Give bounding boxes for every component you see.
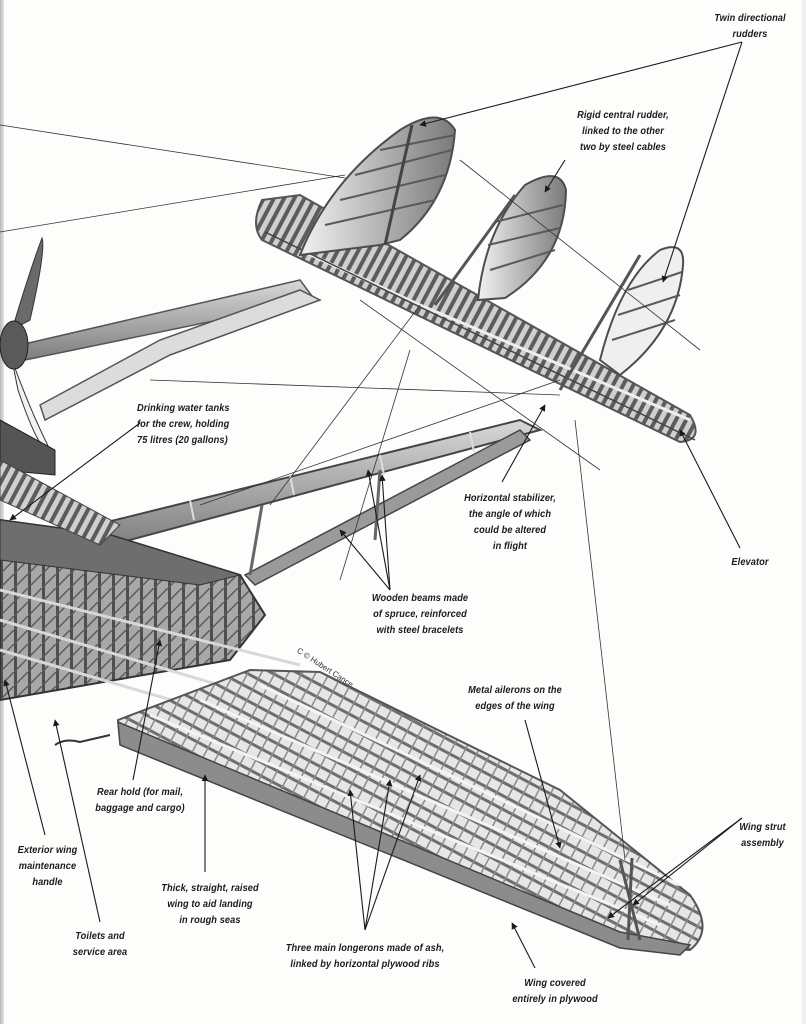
leader-wing-handle xyxy=(3,679,46,836)
leader-longerons-1 xyxy=(347,789,366,931)
leader-horizontal-stabilizer xyxy=(501,404,546,483)
leader-twin-rudders-right xyxy=(661,41,743,283)
propeller-shape xyxy=(0,236,56,476)
leader-toilets xyxy=(53,719,101,923)
leader-wing-strut-2 xyxy=(607,817,743,919)
callout-longerons: Three main longerons made of ash, linked… xyxy=(285,942,445,970)
leader-wooden-beams-2 xyxy=(339,529,391,591)
callout-wing-strut: Wing strut assembly xyxy=(739,821,786,849)
leader-twin-rudders-left xyxy=(419,41,743,127)
callout-central-rudder: Rigid central rudder, linked to the othe… xyxy=(577,109,669,153)
leader-wooden-beams-3 xyxy=(379,474,391,591)
leader-ailerons xyxy=(524,719,562,849)
leader-plywood xyxy=(511,922,536,969)
callout-water-tanks: Drinking water tanks for the crew, holdi… xyxy=(137,402,230,446)
callout-twin-rudders: Twin directional rudders xyxy=(714,12,786,40)
upper-tail-boom xyxy=(19,279,322,422)
callout-thick-wing: Thick, straight, raised wing to aid land… xyxy=(161,882,259,926)
hull-frame xyxy=(0,459,301,722)
callout-wooden-beams: Wooden beams made of spruce, reinforced … xyxy=(371,592,469,636)
main-wing-shape xyxy=(54,668,704,956)
leader-wing-strut-1 xyxy=(632,817,743,906)
leader-central-rudder xyxy=(544,159,566,193)
bracing-wires xyxy=(0,124,701,861)
callout-metal-ailerons: Metal ailerons on the edges of the wing xyxy=(468,684,562,712)
leader-water-tanks xyxy=(9,422,141,521)
leader-longerons-3 xyxy=(364,774,422,931)
callout-leaders xyxy=(3,41,743,969)
central-rudder-shape xyxy=(433,175,568,306)
callout-wing-handle: Exterior wing maintenance handle xyxy=(17,844,78,888)
leader-rear-hold xyxy=(132,639,163,781)
callout-toilets: Toilets and service area xyxy=(72,930,128,958)
leader-elevator xyxy=(679,429,741,549)
callout-rear-hold: Rear hold (for mail, baggage and cargo) xyxy=(95,786,185,814)
page-edge xyxy=(802,0,806,1024)
callout-horizontal-stabilizer: Horizontal stabilizer, the angle of whic… xyxy=(464,492,556,552)
leader-longerons-2 xyxy=(364,779,393,931)
left-rudder-shape xyxy=(298,116,457,257)
leader-wooden-beams-1 xyxy=(365,469,391,591)
callout-elevator: Elevator xyxy=(731,556,769,568)
callout-plywood-cover: Wing covered entirely in plywood xyxy=(512,977,598,1005)
page-gutter xyxy=(0,0,4,1024)
